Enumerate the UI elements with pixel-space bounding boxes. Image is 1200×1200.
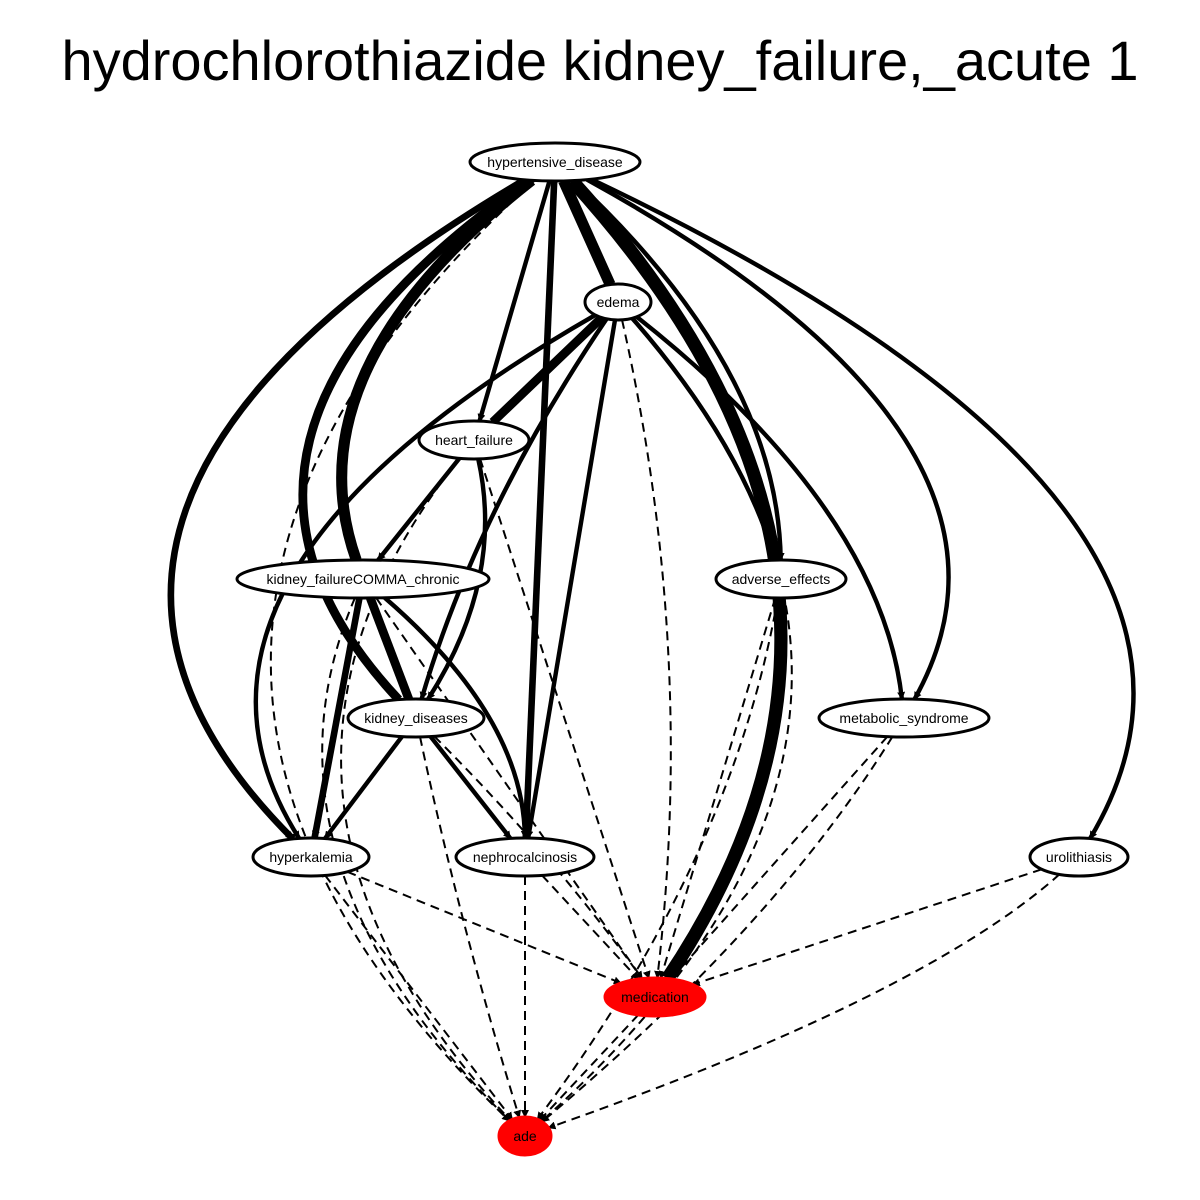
node-label-ade: ade [513,1128,537,1144]
node-ade: ade [497,1115,553,1157]
node-kidney_diseases: kidney_diseases [346,697,486,739]
edge-hypertensive_disease-to-edema [558,178,616,287]
node-shape-ade [497,1115,553,1157]
node-shape-kidney_failure_chronic [235,558,491,600]
edge-hyperkalemia-to-medication [346,870,622,985]
node-urolithiasis: urolithiasis [1028,836,1130,878]
node-shape-heart_failure [417,419,531,461]
edge-kidney_failure_chronic-to-hyperkalemia [311,597,363,840]
edge-nephrocalcinosis-to-medication [541,874,640,980]
edge-hypertensive_disease-to-heart_failure [477,180,552,423]
edge-urolithiasis-to-ade [547,873,1061,1130]
node-nephrocalcinosis: nephrocalcinosis [454,836,596,878]
edge-hypertensive_disease-to-metabolic_syndrome [585,177,951,701]
node-label-heart_failure: heart_failure [435,432,513,448]
node-shape-kidney_diseases [346,697,486,739]
edge-hypertensive_disease-to-hyperkalemia [167,176,527,842]
node-shape-adverse_effects [714,558,848,600]
edge-hypertensive_disease-to-ade [270,179,536,1122]
edge-edema-to-heart_failure [489,314,605,426]
edge-edema-to-adverse_effects [630,316,778,562]
node-label-metabolic_syndrome: metabolic_syndrome [839,710,968,726]
node-label-hypertensive_disease: hypertensive_disease [487,154,623,170]
node-shape-nephrocalcinosis [454,836,596,878]
edge-kidney_failure_chronic-to-ade [321,597,511,1122]
edge-edema-to-metabolic_syndrome [635,315,906,700]
node-shape-edema [583,282,653,322]
edge-edema-to-kidney_diseases [419,317,609,701]
node-label-urolithiasis: urolithiasis [1046,849,1112,865]
edge-kidney_diseases-to-ade [419,736,522,1119]
node-metabolic_syndrome: metabolic_syndrome [817,697,991,739]
edge-kidney_failure_chronic-to-kidney_diseases [366,596,413,701]
edge-heart_failure-to-medication [479,458,651,980]
node-shape-hyperkalemia [251,836,371,878]
edge-hypertensive_disease-to-urolithiasis [590,177,1136,840]
edge-edema-to-medication [621,319,672,980]
edge-metabolic_syndrome-to-ade [541,736,894,1123]
node-label-nephrocalcinosis: nephrocalcinosis [473,849,577,865]
node-edema: edema [583,282,653,322]
node-adverse_effects: adverse_effects [714,558,848,600]
edge-adverse_effects-to-medication [658,597,777,980]
edge-adverse_effects-to-ade [536,597,779,1121]
node-shape-metabolic_syndrome [817,697,991,739]
node-hyperkalemia: hyperkalemia [251,836,371,878]
edge-urolithiasis-to-medication [691,868,1043,987]
node-shape-urolithiasis [1028,836,1130,878]
edge-medication-to-ade [538,1014,639,1122]
diagram-title: hydrochlorothiazide kidney_failure,_acut… [61,29,1139,92]
node-label-edema: edema [597,294,640,310]
edge-hypertensive_disease-to-adverse_effects [573,178,785,561]
edge-kidney_failure_chronic-to-medication [375,597,643,980]
edge-heart_failure-to-ade [340,457,512,1122]
edge-hypertensive_disease-to-nephrocalcinosis [522,180,558,840]
node-heart_failure: heart_failure [417,419,531,461]
node-label-adverse_effects: adverse_effects [732,571,831,587]
node-label-hyperkalemia: hyperkalemia [269,849,352,865]
node-shape-hypertensive_disease [468,141,642,183]
edge-kidney_diseases-to-nephrocalcinosis [428,735,513,840]
node-kidney_failure_chronic: kidney_failureCOMMA_chronic [235,558,491,600]
node-hypertensive_disease: hypertensive_disease [468,141,642,183]
edge-kidney_diseases-to-hyperkalemia [323,735,404,840]
node-label-kidney_diseases: kidney_diseases [364,710,468,726]
node-label-kidney_failure_chronic: kidney_failureCOMMA_chronic [267,571,460,587]
edge-heart_failure-to-kidney_failure_chronic [376,456,462,562]
node-label-medication: medication [621,989,689,1005]
node-shape-medication [603,976,707,1018]
edge-hypertensive_disease-to-kidney_diseases [298,176,532,703]
node-medication: medication [603,976,707,1018]
edge-hyperkalemia-to-ade [324,874,514,1121]
edge-edema-to-nephrocalcinosis [525,319,618,840]
